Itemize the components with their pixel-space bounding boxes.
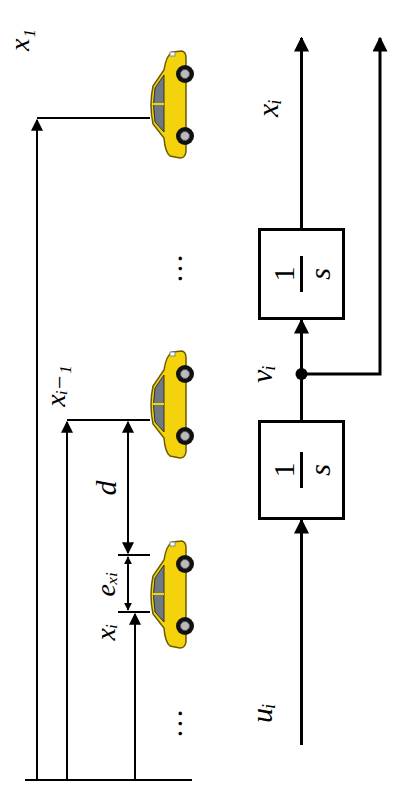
error-arrow	[127, 557, 129, 610]
input-arrow	[300, 520, 303, 745]
transfer-function-box: 1s	[258, 420, 345, 520]
signal-arrow	[300, 320, 303, 420]
transfer-function-box: 1s	[258, 228, 345, 320]
denominator: s	[304, 464, 336, 476]
position-tick	[118, 611, 150, 613]
numerator: 1	[268, 267, 300, 282]
ellipsis: …	[157, 255, 187, 282]
fraction-bar	[300, 452, 303, 488]
position-tick	[67, 419, 150, 421]
reference-line	[25, 779, 192, 781]
distance-arrow	[127, 422, 129, 553]
signal-name: vᵢ	[247, 365, 277, 383]
car-illustration	[151, 51, 194, 158]
fraction-bar	[300, 256, 303, 292]
ellipsis: …	[157, 710, 187, 737]
position-tick	[37, 117, 150, 119]
position-label: xᵢ₋₁	[42, 365, 70, 406]
gap-tick	[118, 554, 150, 556]
output-arrow	[300, 38, 303, 228]
car-illustration	[151, 351, 194, 458]
velocity-output-arrow	[302, 38, 381, 374]
car-illustration	[151, 541, 194, 648]
denominator: s	[304, 268, 336, 280]
position-arrow	[66, 422, 68, 780]
signal-name: uᵢ	[247, 703, 277, 723]
numerator: 1	[268, 463, 300, 478]
position-arrow	[134, 614, 136, 780]
signal-name: xᵢ	[253, 99, 283, 117]
error-label: eₓᵢ	[92, 572, 120, 597]
position-label: xᵢ	[92, 624, 120, 641]
distance-label: d	[91, 481, 121, 496]
position-label: x₁	[6, 29, 34, 51]
position-arrow	[36, 120, 38, 780]
